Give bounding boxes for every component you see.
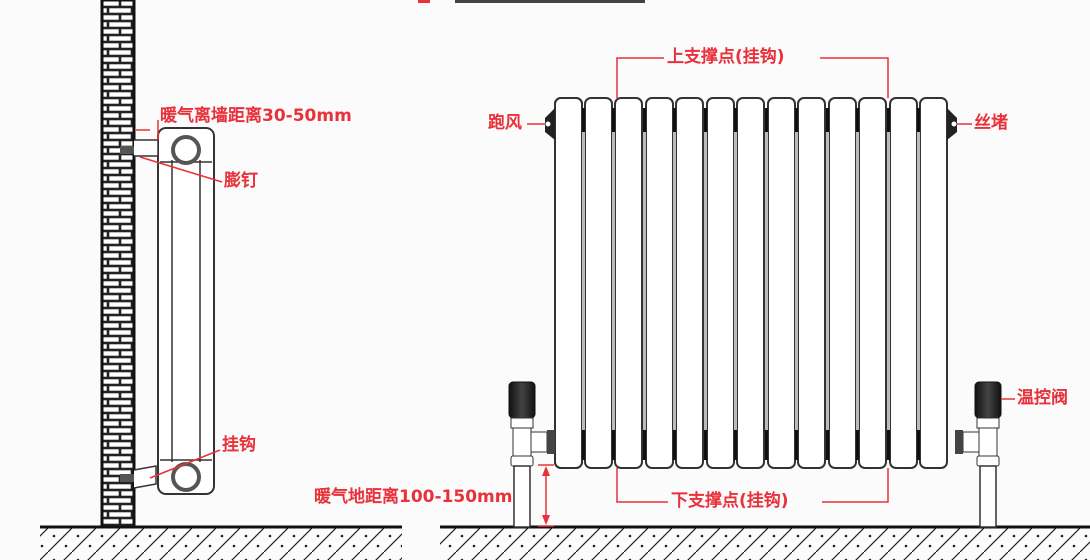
hook-label: 挂钩 [222, 435, 256, 455]
brick-wall [100, 0, 136, 529]
radiator-side-profile [120, 127, 215, 495]
upper-support-label: 上支撑点(挂钩) [667, 47, 785, 67]
lower-support-label: 下支撑点(挂钩) [671, 491, 789, 511]
wall-distance-label: 暖气离墙距离30-50mm [160, 106, 352, 126]
right-valve [955, 381, 1002, 528]
front-view [440, 57, 1090, 560]
floor-right [440, 527, 1090, 560]
side-view [40, 0, 402, 560]
thermostatic-valve-label: 温控阀 [1017, 388, 1068, 408]
air-vent-label: 跑风 [488, 113, 522, 133]
floor-distance-label: 暖气地距离100-150mm [314, 487, 513, 507]
plug-label: 丝堵 [974, 113, 1008, 133]
partial-title [418, 0, 645, 3]
floor-left [40, 527, 402, 560]
left-valve [508, 381, 555, 528]
expansion-bolt-label: 膨钉 [224, 171, 258, 191]
